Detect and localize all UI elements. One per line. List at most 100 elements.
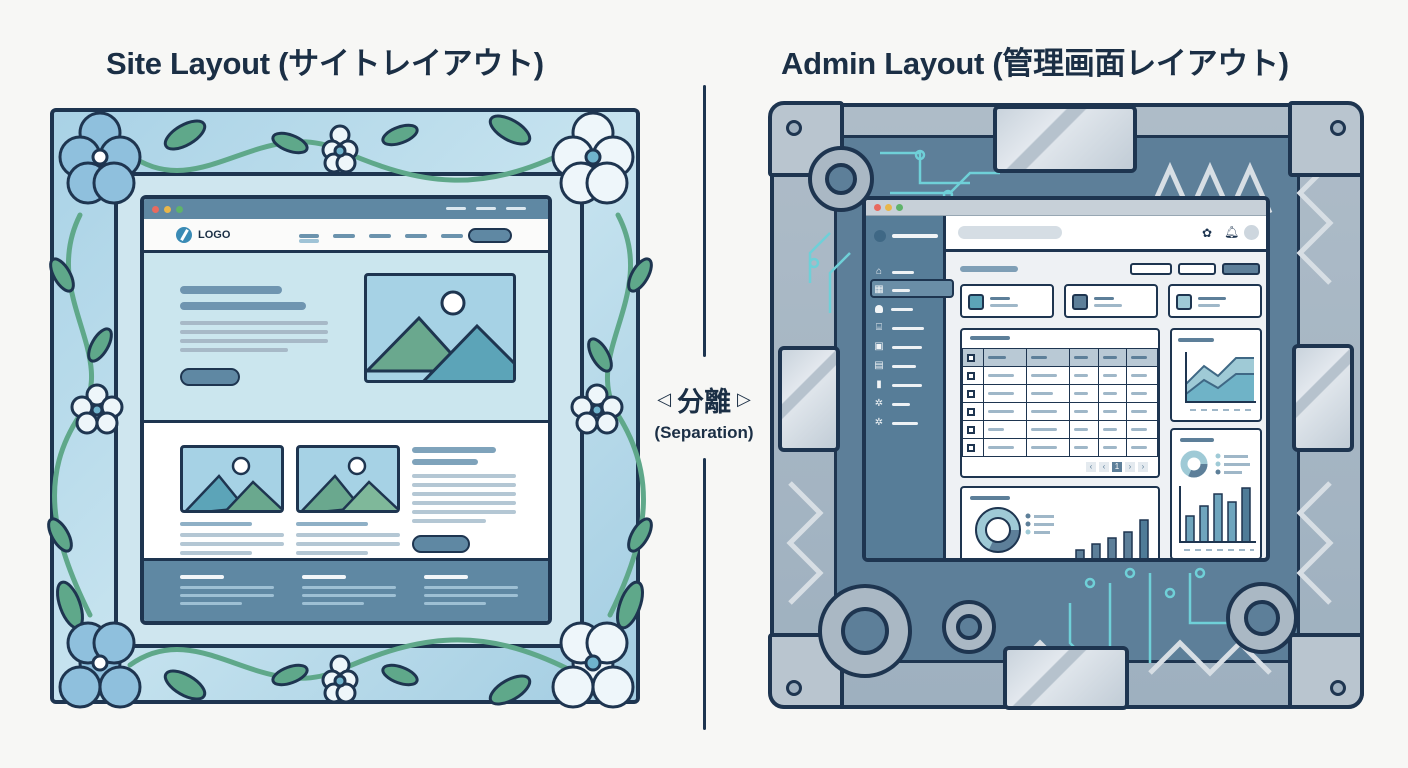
row-checkbox[interactable] bbox=[967, 389, 975, 398]
inbox-icon: ⌸ bbox=[876, 322, 882, 333]
sidebar-item-analytics[interactable]: ▮ bbox=[874, 377, 922, 393]
sidebar-text-line bbox=[412, 510, 516, 514]
mixed-chart-widget bbox=[1170, 428, 1262, 558]
table-row[interactable] bbox=[962, 366, 1158, 385]
site-layout-title: Site Layout (サイトレイアウト) bbox=[106, 46, 544, 81]
line-chart-widget bbox=[1170, 328, 1262, 422]
screw-icon bbox=[786, 680, 802, 696]
page-title-line bbox=[960, 266, 1018, 272]
settings-icon[interactable]: ✿ bbox=[1202, 226, 1213, 240]
prev-page-button[interactable]: ‹ bbox=[1099, 462, 1109, 472]
nav-link[interactable] bbox=[405, 234, 427, 238]
row-checkbox[interactable] bbox=[967, 407, 975, 416]
stat-card[interactable] bbox=[960, 284, 1054, 318]
stat-card[interactable] bbox=[1168, 284, 1262, 318]
nav-link[interactable] bbox=[369, 234, 391, 238]
table-icon: ▤ bbox=[874, 360, 884, 371]
footer-line bbox=[180, 594, 274, 597]
hero-text-line bbox=[180, 339, 328, 343]
footer-heading bbox=[180, 575, 224, 579]
sidebar-text-line bbox=[412, 492, 516, 496]
sidebar-item-documents[interactable]: ▣ bbox=[874, 339, 922, 355]
admin-layout-title: Admin Layout (管理画面レイアウト) bbox=[781, 46, 1289, 81]
sidebar-item-home[interactable]: ⌂ bbox=[874, 264, 914, 280]
gear-icon bbox=[818, 584, 912, 678]
toolbar-button[interactable] bbox=[1178, 263, 1216, 275]
document-icon: ▣ bbox=[874, 341, 884, 352]
row-checkbox[interactable] bbox=[967, 425, 975, 434]
first-page-button[interactable]: ‹ bbox=[1086, 462, 1096, 472]
corner-bracket bbox=[1288, 101, 1364, 177]
sidebar-active-indicator bbox=[870, 279, 954, 298]
hero-section bbox=[144, 253, 548, 423]
close-dot-icon[interactable] bbox=[152, 205, 159, 213]
close-dot-icon[interactable] bbox=[874, 204, 881, 211]
hero-headline bbox=[180, 302, 306, 310]
toolbar-button[interactable] bbox=[1130, 263, 1172, 275]
metal-plate bbox=[1292, 344, 1354, 452]
minimize-dot-icon[interactable] bbox=[164, 205, 171, 213]
right-arrow-icon: ▷ bbox=[737, 389, 751, 409]
avatar[interactable] bbox=[1244, 225, 1259, 240]
sidebar-item-dashboard[interactable]: ▦ bbox=[874, 282, 910, 298]
minimize-dot-icon[interactable] bbox=[885, 204, 892, 211]
sidebar-item-tables[interactable]: ▤ bbox=[874, 358, 916, 374]
admin-header: ✿ 🔔︎ bbox=[946, 216, 1266, 252]
maximize-dot-icon[interactable] bbox=[176, 205, 183, 213]
sidebar-text-line bbox=[412, 519, 486, 523]
row-checkbox[interactable] bbox=[967, 443, 975, 452]
row-checkbox[interactable] bbox=[967, 371, 975, 380]
table-row[interactable] bbox=[962, 402, 1158, 421]
logo-icon[interactable] bbox=[176, 226, 192, 243]
donut-bar-chart bbox=[975, 507, 1149, 558]
card-text-line bbox=[180, 542, 284, 546]
nav-link[interactable] bbox=[333, 234, 355, 238]
nav-link[interactable] bbox=[441, 234, 463, 238]
search-input[interactable] bbox=[958, 226, 1062, 239]
select-all-checkbox[interactable] bbox=[967, 353, 975, 362]
sidebar-item-config[interactable]: ✲ bbox=[874, 415, 918, 431]
sidebar-item-settings[interactable]: ✲ bbox=[874, 396, 910, 412]
sidebar-title-line bbox=[412, 459, 478, 465]
maximize-dot-icon[interactable] bbox=[896, 204, 903, 211]
stat-icon bbox=[968, 294, 984, 310]
footer-line bbox=[180, 586, 274, 589]
metal-plate bbox=[778, 346, 840, 452]
separation-label: ◁ 分離 ▷ (Separation) bbox=[636, 380, 772, 443]
table-header-row bbox=[962, 348, 1158, 367]
admin-browser-window: ⌂ ▦ ⌸ ▣ ▤ ▮ ✲ ✲ ✿ 🔔︎ bbox=[862, 196, 1270, 562]
nav-cta-button[interactable] bbox=[468, 228, 512, 243]
bar-chart-icon: ▮ bbox=[876, 379, 882, 390]
sidebar-brand-line bbox=[892, 234, 938, 238]
table-row[interactable] bbox=[962, 438, 1158, 457]
nav-link[interactable] bbox=[299, 234, 319, 238]
table-row[interactable] bbox=[962, 384, 1158, 403]
hero-cta-button[interactable] bbox=[180, 368, 240, 386]
site-footer bbox=[144, 558, 548, 621]
data-table: ‹ ‹ 1 › › bbox=[960, 328, 1160, 478]
last-page-button[interactable]: › bbox=[1138, 462, 1148, 472]
card-text-line bbox=[296, 542, 400, 546]
sidebar-brand-avatar bbox=[874, 230, 886, 242]
logo-text[interactable]: LOGO bbox=[198, 228, 231, 241]
footer-line bbox=[424, 594, 518, 597]
sidebar-item-users[interactable] bbox=[874, 301, 913, 317]
site-nav bbox=[299, 234, 463, 238]
footer-heading bbox=[302, 575, 346, 579]
gear-icon bbox=[1226, 582, 1298, 654]
sidebar-text-line bbox=[412, 474, 516, 478]
hero-text-line bbox=[180, 330, 328, 334]
bell-icon[interactable]: 🔔︎ bbox=[1224, 225, 1240, 239]
analytics-widget bbox=[960, 486, 1160, 558]
card-title-line bbox=[296, 522, 368, 526]
sidebar-item-inbox[interactable]: ⌸ bbox=[874, 320, 924, 336]
stat-icon bbox=[1176, 294, 1192, 310]
table-row[interactable] bbox=[962, 420, 1158, 439]
stat-card[interactable] bbox=[1064, 284, 1158, 318]
primary-button[interactable] bbox=[1222, 263, 1260, 275]
current-page[interactable]: 1 bbox=[1112, 462, 1122, 472]
content-button[interactable] bbox=[412, 535, 470, 553]
sidebar-text-line bbox=[412, 483, 516, 487]
next-page-button[interactable]: › bbox=[1125, 462, 1135, 472]
metal-plate bbox=[1003, 646, 1129, 710]
